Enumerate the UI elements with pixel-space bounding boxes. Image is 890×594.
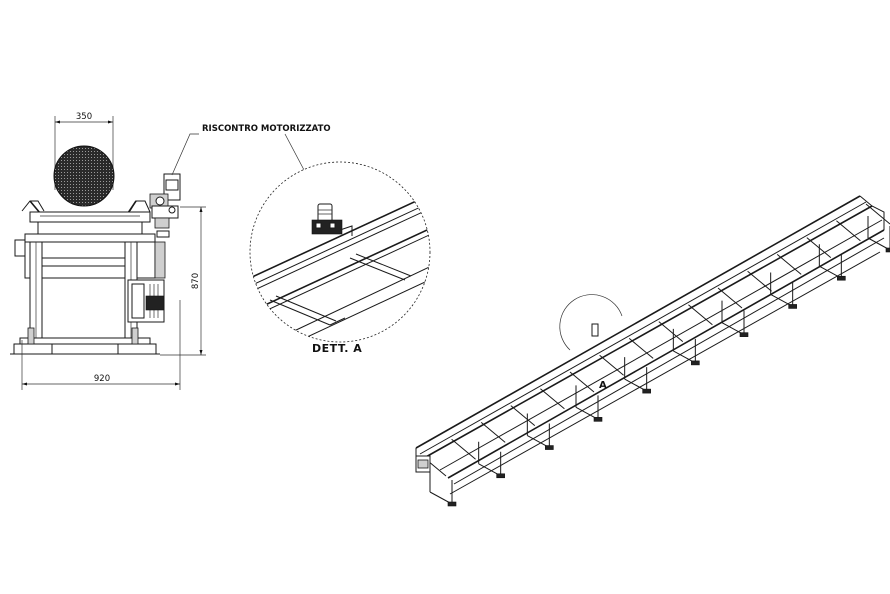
conveyor-legs: [429, 216, 890, 507]
conveyor-roller: [806, 237, 832, 258]
conveyor-roller: [510, 405, 536, 426]
conveyor-roller: [480, 422, 506, 443]
conveyor-roller: [658, 321, 684, 342]
bar-bundle: [53, 145, 115, 207]
conveyor-roller: [776, 254, 802, 275]
conveyor-roller: [540, 388, 565, 410]
conveyor-rollers: [421, 203, 890, 477]
motorized-stop-front: [149, 173, 181, 229]
conveyor-roller: [836, 220, 861, 242]
detail-marker: A: [599, 380, 607, 391]
conveyor-foot: [642, 388, 651, 394]
detail-a-view: DETT. A: [249, 161, 431, 355]
drive-motor: [127, 279, 165, 323]
conveyor-foot: [593, 417, 603, 422]
conveyor-foot: [545, 445, 554, 450]
conveyor-roller: [717, 287, 743, 309]
detail-title: DETT. A: [312, 342, 362, 355]
conveyor-isometric: A: [415, 195, 890, 507]
conveyor-roller: [747, 270, 772, 292]
base-dimension: 920: [21, 300, 181, 390]
conveyor-roller: [599, 354, 624, 376]
conveyor-roller: [451, 438, 476, 460]
callout-label: RISCONTRO MOTORIZZATO: [202, 124, 331, 134]
conveyor-foot: [885, 247, 890, 253]
height-dimension: 870: [160, 206, 206, 356]
conveyor-foot: [691, 360, 700, 366]
conveyor-foot: [788, 304, 797, 309]
conveyor-roller: [569, 371, 595, 393]
conveyor-roller: [865, 203, 890, 225]
conveyor-leg: [429, 470, 453, 505]
conveyor-leg: [721, 300, 745, 336]
front-view: 350: [10, 112, 206, 390]
conveyor-foot: [447, 501, 457, 507]
conveyor-roller: [628, 338, 654, 359]
conveyor-leg: [624, 357, 648, 392]
height-dimension-value: 870: [191, 273, 201, 289]
conveyor-motor: [415, 455, 431, 473]
conveyor-roller: [688, 304, 713, 326]
conveyor-foot: [739, 332, 749, 337]
conveyor-foot: [837, 275, 846, 281]
conveyor-leg: [575, 385, 599, 420]
conveyor-foot: [496, 473, 505, 479]
width-dimension-value: 350: [76, 112, 92, 122]
base-dimension-value: 920: [94, 374, 110, 384]
